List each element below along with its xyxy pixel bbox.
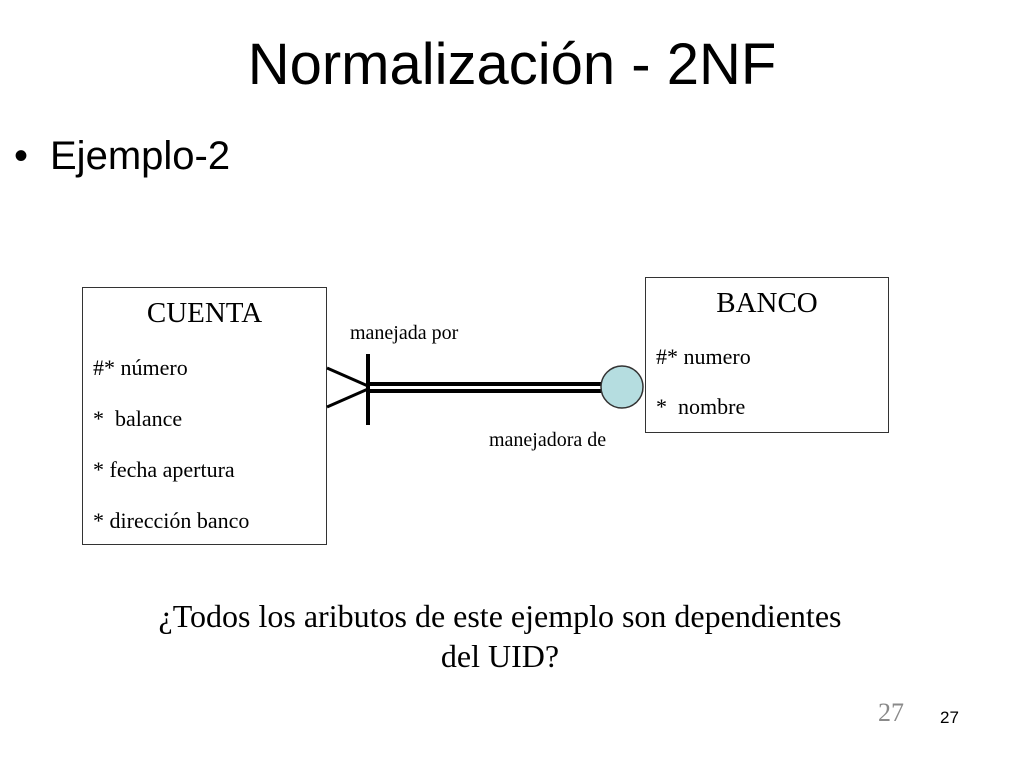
question-line-2: del UID? — [440, 638, 560, 674]
attribute-fecha-apertura: * fecha apertura — [93, 457, 235, 482]
question-line-1: ¿Todos los aributos de este ejemplo son … — [158, 598, 842, 634]
attribute-nombre: * nombre — [656, 394, 746, 419]
page-number: 27 — [940, 708, 959, 727]
relationship-label-from: manejada por — [350, 322, 459, 344]
crows-foot-icon — [326, 354, 370, 425]
optional-circle-icon — [600, 365, 644, 409]
attribute-numero: #* número — [93, 355, 188, 380]
bullet-marker: • — [14, 134, 29, 178]
entity-name: BANCO — [716, 287, 818, 319]
attribute-numero: #* numero — [656, 344, 751, 369]
relationship-label-to: manejadora de — [489, 429, 607, 451]
entity-cuenta: CUENTA #* número * balance * fecha apert… — [82, 287, 327, 545]
page-number-faded: 27 — [878, 698, 904, 727]
attribute-direccion-banco: * dirección banco — [93, 508, 250, 533]
slide-title: Normalización - 2NF — [247, 32, 777, 97]
entity-banco: BANCO #* numero * nombre — [645, 277, 889, 433]
bullet-text: Ejemplo-2 — [50, 134, 231, 178]
question-text: ¿Todos los aributos de este ejemplo son … — [0, 596, 1000, 676]
bullet-item: • Ejemplo-2 — [14, 132, 230, 180]
entity-name: CUENTA — [146, 297, 263, 329]
attribute-balance: * balance — [93, 406, 183, 431]
